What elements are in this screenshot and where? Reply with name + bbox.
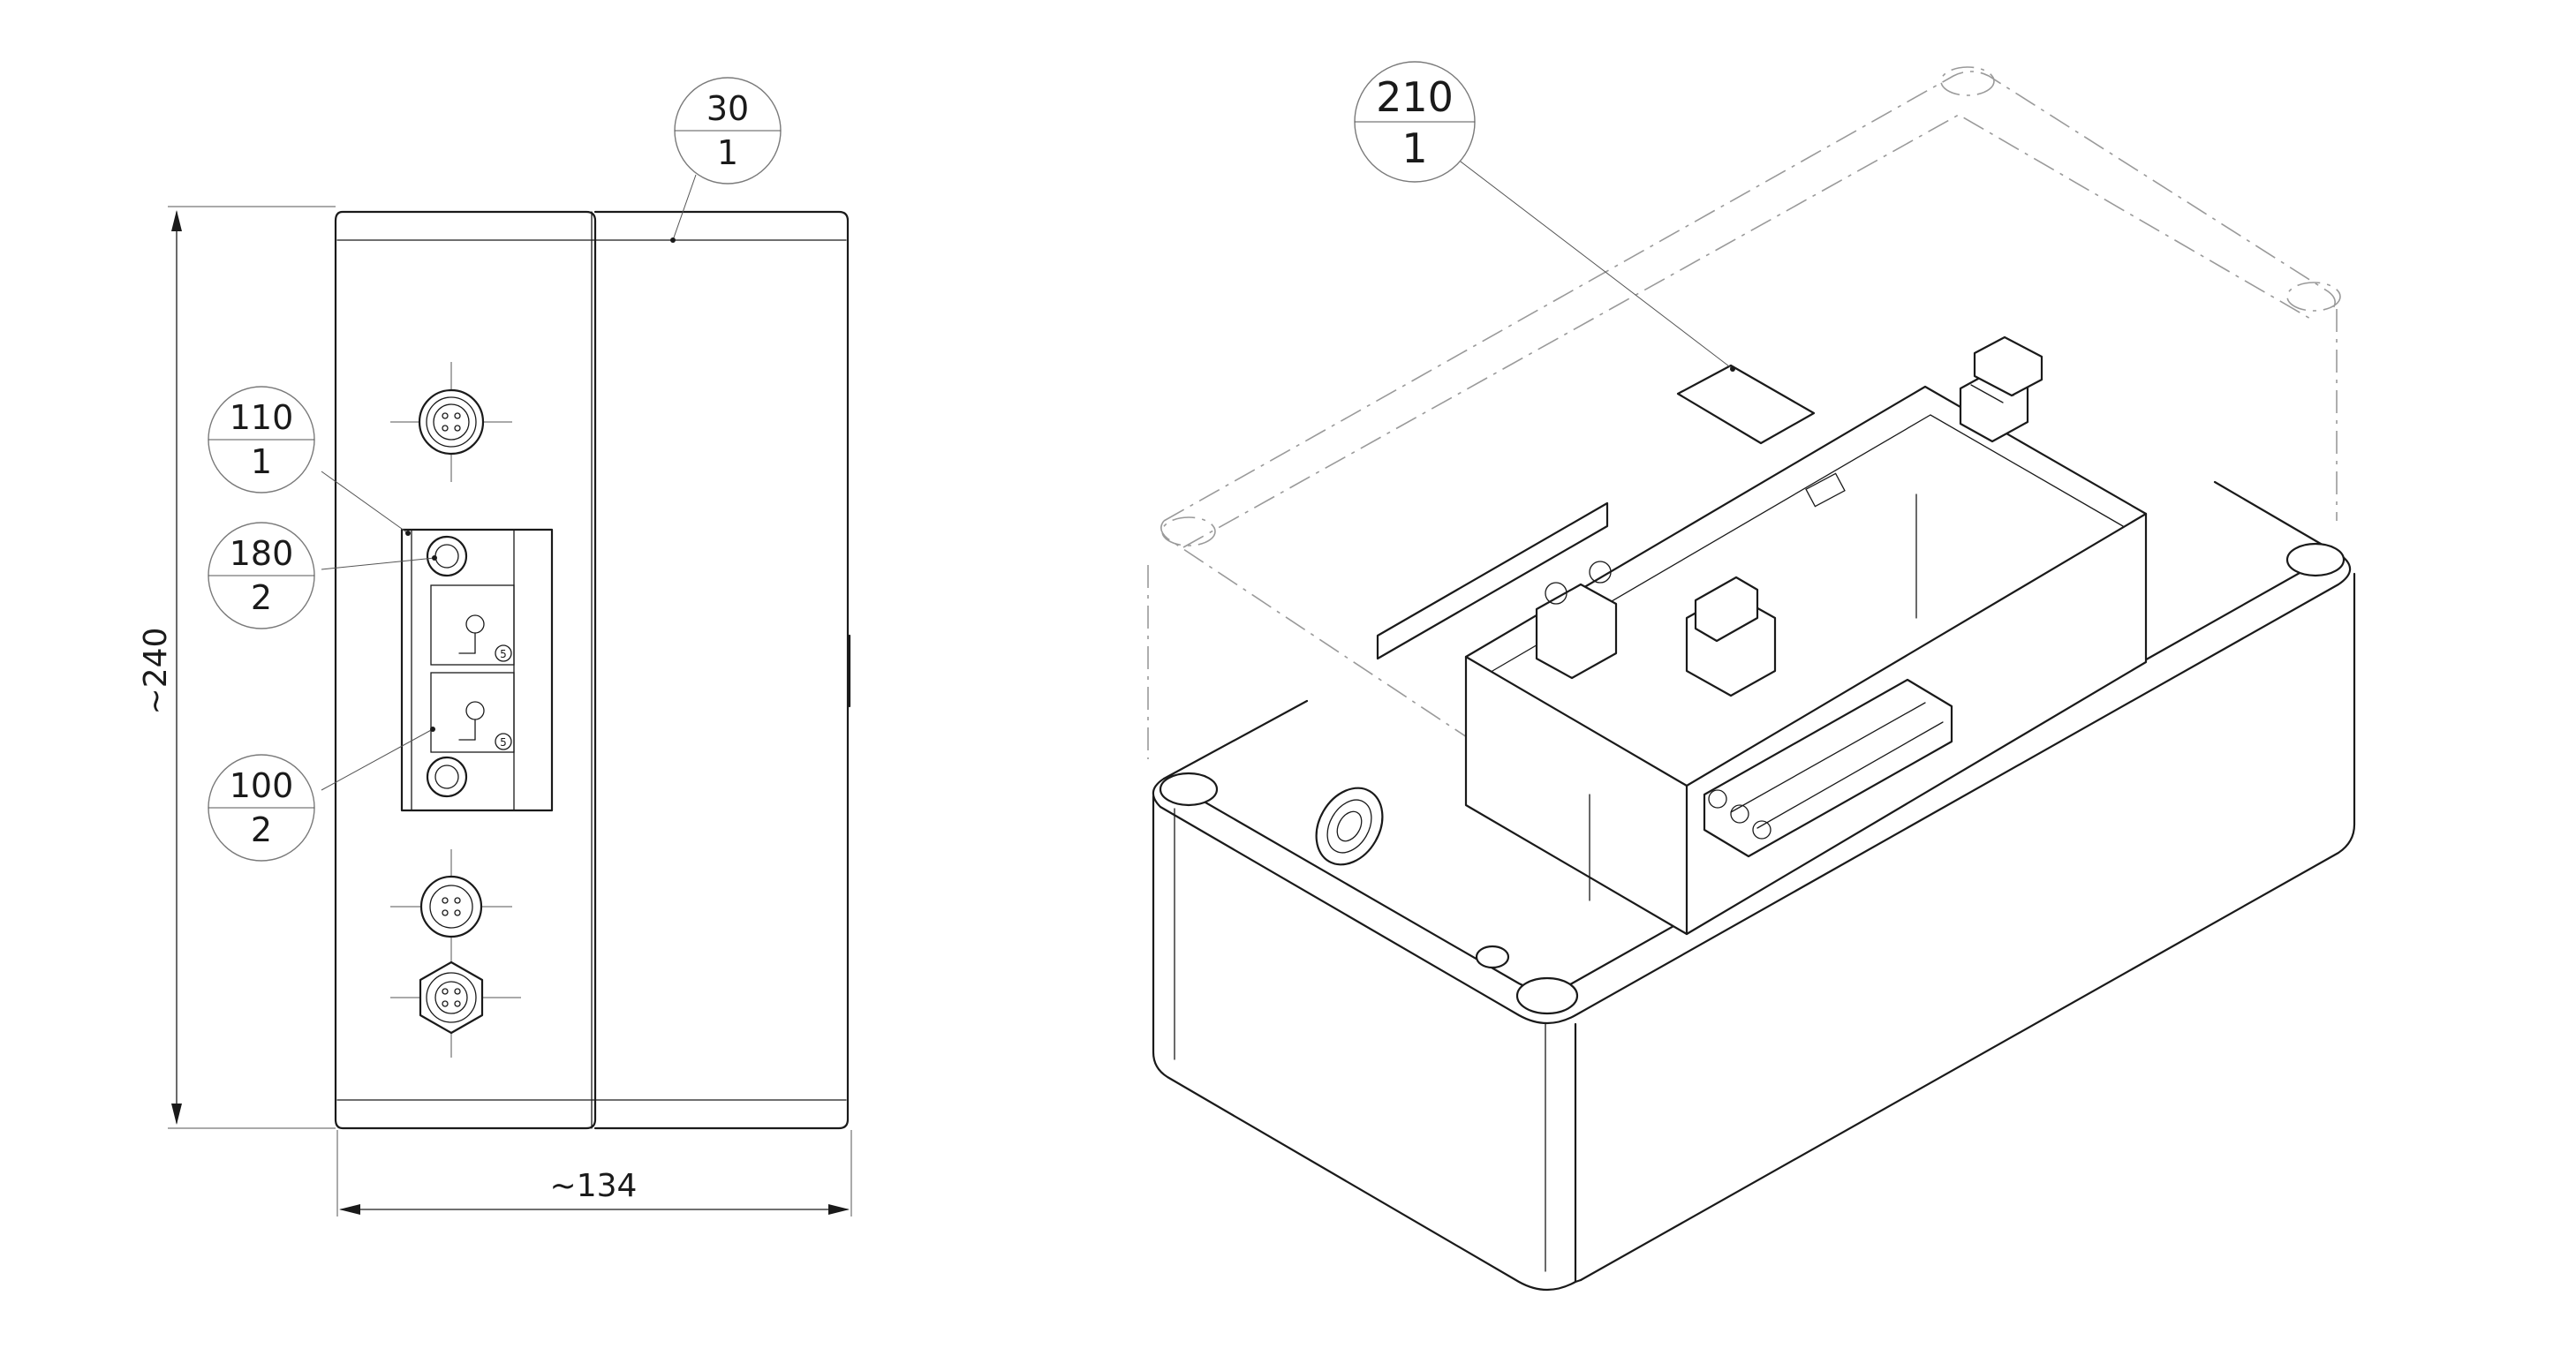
m12-connector-bottom (390, 938, 521, 1058)
svg-text:1: 1 (251, 442, 272, 481)
module-upper (430, 584, 515, 666)
width-dimension-label: ~134 (550, 1168, 638, 1204)
base-front-face (1152, 795, 1583, 1291)
cable-gland (1315, 787, 1384, 866)
isometric-view: 210 1 (1147, 61, 2356, 1291)
height-dimension: ~240 (138, 206, 336, 1129)
leader-180 (321, 557, 435, 570)
screw-head (1475, 945, 1510, 969)
svg-text:30: 30 (706, 89, 749, 128)
svg-text:180: 180 (230, 534, 294, 573)
svg-text:110: 110 (230, 398, 294, 437)
enclosure-base (1152, 480, 2356, 1291)
module-lower (430, 672, 515, 753)
svg-text:210: 210 (1376, 73, 1454, 121)
balloon-100: 100 2 (208, 754, 315, 862)
balloon-210: 210 1 (1354, 61, 1476, 183)
balloon-30: 30 1 (674, 77, 782, 185)
width-dimension: ~134 (336, 1130, 852, 1217)
side-rail (1376, 501, 1609, 660)
lower-socket-mark: 5 (500, 736, 507, 749)
terminal-block-top-right (1959, 335, 2043, 443)
internal-module (1464, 335, 2148, 936)
svg-text:2: 2 (251, 578, 272, 617)
label-plate (1676, 364, 1816, 445)
fiber-panel: 5 5 (400, 528, 554, 812)
upper-socket-mark: 5 (500, 648, 507, 660)
base-top-rim (1152, 480, 2352, 1024)
m12-connector-top (390, 362, 512, 482)
svg-text:100: 100 (230, 766, 294, 805)
height-dimension-label: ~240 (138, 628, 174, 715)
balloon-110: 110 1 (208, 386, 315, 493)
leader-100 (321, 728, 434, 791)
ghost-lid (1147, 66, 2341, 797)
svg-text:1: 1 (1401, 124, 1427, 172)
balloon-180: 180 2 (208, 522, 315, 629)
housing-outline (334, 210, 597, 1130)
panel-socket-bottom (426, 756, 468, 798)
lid-outline (593, 210, 850, 1130)
leader-30 (672, 174, 697, 241)
terminal-strip (1703, 678, 1953, 858)
m12-connector-mid (390, 849, 512, 964)
panel-socket-top (426, 535, 468, 577)
latch-left (1535, 561, 1618, 680)
svg-text:1: 1 (717, 133, 738, 172)
panel-frame (400, 528, 554, 812)
leader-110 (321, 471, 409, 534)
leader-210 (1456, 158, 1734, 370)
front-view: 5 5 ~240 (138, 77, 852, 1217)
svg-text:2: 2 (251, 810, 272, 849)
terminal-block-center (1685, 576, 1777, 697)
